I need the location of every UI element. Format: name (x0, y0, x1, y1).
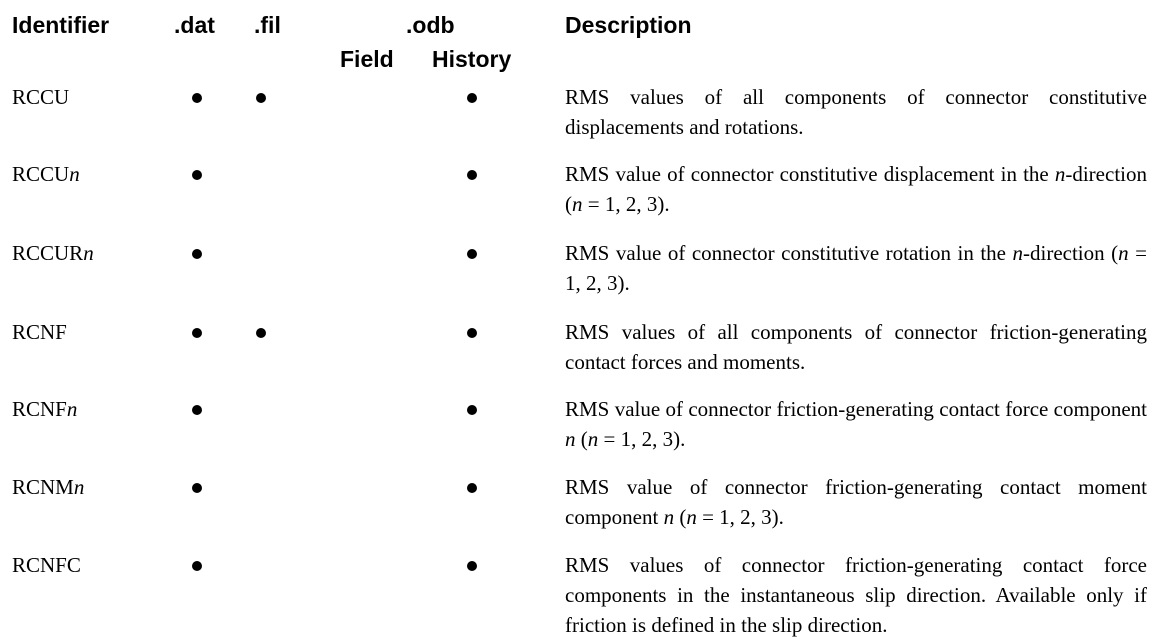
availability-dot-history (467, 170, 477, 180)
identifier-base: RCNF (12, 320, 67, 344)
row-description: RMS values of connector friction-generat… (565, 553, 1147, 637)
identifier-base: RCNM (12, 475, 74, 499)
availability-dot-fil (256, 93, 266, 103)
identifier-base: RCCU (12, 85, 70, 109)
identifier-base: RCCUR (12, 241, 84, 265)
availability-dot-history (467, 561, 477, 571)
identifier-base: RCCU (12, 162, 70, 186)
header-dat: .dat (174, 12, 215, 38)
row-identifier: RCNFn (12, 394, 77, 424)
availability-dot-history (467, 328, 477, 338)
header-history: History (432, 46, 512, 72)
row-identifier: RCNF (12, 317, 67, 347)
identifier-base: RCNF (12, 397, 67, 421)
availability-dot-dat (192, 483, 202, 493)
availability-dot-dat (192, 405, 202, 415)
row-description: RMS values of all components of connecto… (565, 320, 1147, 374)
row-identifier: RCCURn (12, 238, 94, 268)
identifier-suffix: n (66, 397, 78, 421)
row-identifier: RCCU (12, 82, 69, 112)
row-description: RMS value of connector constitutive disp… (565, 162, 1147, 216)
identifier-base: RCNFC (12, 553, 81, 577)
row-description: RMS value of connector friction-generati… (565, 397, 1147, 451)
availability-dot-dat (192, 93, 202, 103)
row-identifier: RCNMn (12, 472, 84, 502)
availability-dot-history (467, 93, 477, 103)
identifier-suffix: n (69, 162, 80, 186)
header-odb: .odb (406, 12, 455, 38)
row-description: RMS values of all components of connecto… (565, 85, 1147, 139)
availability-dot-dat (192, 561, 202, 571)
availability-dot-history (467, 405, 477, 415)
availability-dot-dat (192, 328, 202, 338)
row-description: RMS value of connector friction-generati… (565, 475, 1147, 529)
header-fil: .fil (254, 12, 281, 38)
row-identifier: RCNFC (12, 550, 81, 580)
availability-dot-history (467, 483, 477, 493)
availability-dot-fil (256, 328, 266, 338)
row-identifier: RCCUn (12, 159, 80, 189)
header-identifier: Identifier (12, 12, 110, 38)
identifier-suffix: n (83, 241, 94, 265)
availability-dot-dat (192, 170, 202, 180)
header-field: Field (340, 46, 394, 72)
identifier-suffix: n (73, 475, 85, 499)
availability-dot-history (467, 249, 477, 259)
header-description: Description (565, 12, 692, 38)
row-description: RMS value of connector constitutive rota… (565, 241, 1147, 295)
availability-dot-dat (192, 249, 202, 259)
